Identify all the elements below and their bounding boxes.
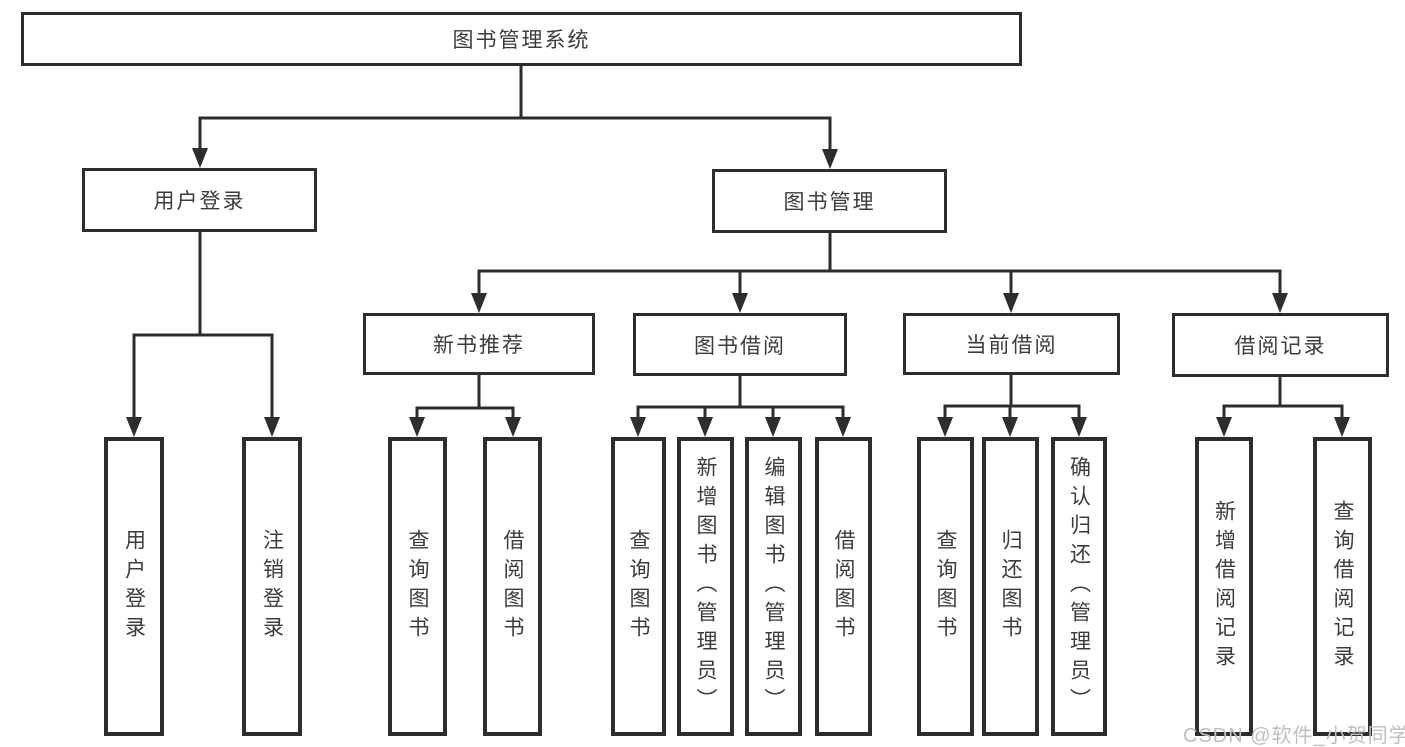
leaf-add-books-admin: 新增图书（管理员）	[677, 437, 734, 736]
node-current-borrowing-label: 当前借阅	[965, 334, 1058, 357]
node-new-book-recommend: 新书推荐	[363, 313, 595, 375]
connector-book-mgmt-group	[477, 231, 1282, 297]
connector-root	[198, 64, 832, 153]
connector-borrow-record-group	[1222, 376, 1344, 421]
node-borrowing-records: 借阅记录	[1172, 313, 1389, 377]
node-book-management-label: 图书管理	[783, 191, 876, 214]
leaf-query-books-recommend: 查询图书	[388, 437, 447, 736]
node-library-system: 图书管理系统	[21, 12, 1022, 66]
leaf-query-books-current: 查询图书	[917, 437, 974, 736]
connector-book-borrow-group	[636, 375, 845, 421]
connector-new-book-group	[415, 375, 515, 421]
leaf-borrow-books: 借阅图书	[815, 437, 872, 736]
leaf-query-borrow-record: 查询借阅记录	[1313, 437, 1372, 736]
leaf-logout: 注销登录	[242, 437, 302, 736]
leaf-user-login: 用户登录	[104, 437, 164, 736]
connector-current-borrow-group	[943, 375, 1081, 421]
node-current-borrowing: 当前借阅	[903, 313, 1120, 375]
leaf-confirm-return-admin: 确认归还（管理员）	[1051, 437, 1107, 736]
node-new-book-recommend-label: 新书推荐	[433, 334, 525, 357]
node-book-borrowing: 图书借阅	[633, 313, 847, 376]
leaf-borrow-books-recommend: 借阅图书	[483, 437, 542, 736]
node-user-login-label: 用户登录	[153, 190, 246, 213]
leaf-edit-books-admin: 编辑图书（管理员）	[745, 437, 802, 736]
leaf-add-borrow-record: 新增借阅记录	[1195, 437, 1253, 736]
leaf-query-books-borrowing: 查询图书	[611, 437, 666, 736]
node-library-system-label: 图书管理系统	[452, 29, 591, 52]
node-borrowing-records-label: 借阅记录	[1234, 335, 1327, 358]
node-book-management: 图书管理	[712, 169, 947, 233]
leaf-return-books: 归还图书	[982, 437, 1039, 736]
node-book-borrowing-label: 图书借阅	[694, 334, 786, 358]
node-user-login: 用户登录	[82, 168, 317, 232]
connector-user-login-group	[132, 230, 274, 421]
csdn-watermark: CSDN @软件_小贺同学	[1183, 725, 1405, 747]
